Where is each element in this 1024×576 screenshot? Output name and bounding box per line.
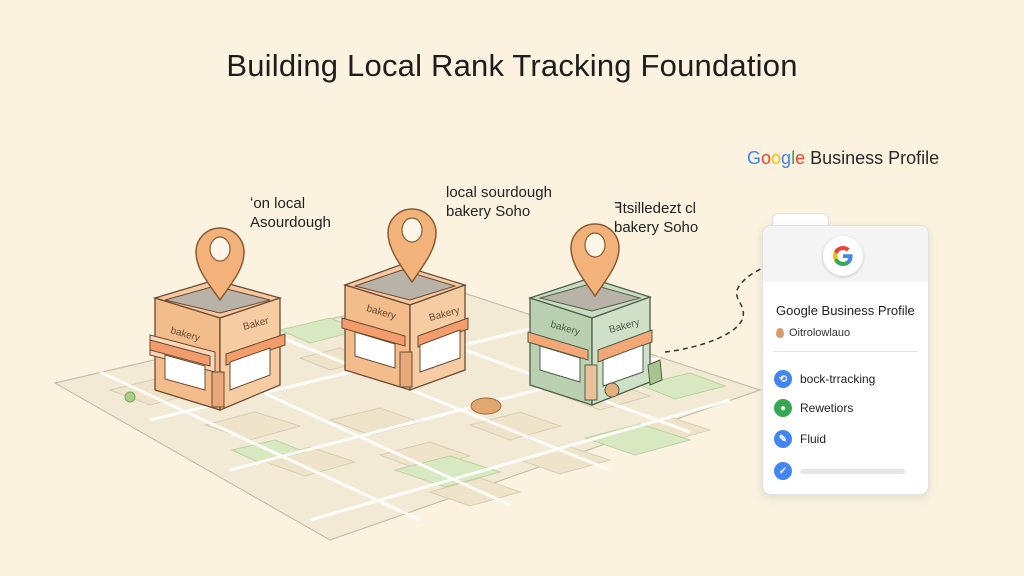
shop-2: [341, 264, 469, 391]
link-icon: ⟲: [774, 370, 792, 388]
search-query-2: local sourdough bakery Soho: [446, 184, 552, 220]
connector-arrow: [664, 261, 779, 353]
bread-icon: [470, 397, 502, 415]
map-pin-icon: [195, 227, 245, 302]
map-pin-icon: [570, 223, 620, 298]
edit-icon: ✎: [774, 430, 792, 448]
card-item-label: bock-trracking: [800, 372, 876, 386]
search-query-3: ꟻtsilledezt cl bakery Soho: [614, 200, 699, 236]
g-letter: l: [791, 148, 796, 168]
shop-3: [527, 277, 663, 406]
card-subtitle-text: Oitrolowlauo: [789, 327, 851, 339]
bush-icon: [124, 391, 136, 403]
card-item-2[interactable]: ● Rewetiors: [774, 399, 853, 417]
divider: [773, 351, 918, 352]
shop-1: [149, 279, 286, 411]
gbp-card: Google Business Profile Oitrolowlauo ⟲ b…: [762, 225, 929, 495]
g-letter: g: [781, 148, 792, 168]
card-item-label: Fluid: [800, 432, 827, 446]
card-item-4[interactable]: ✓: [774, 462, 905, 480]
page-title: Building Local Rank Tracking Foundation: [226, 48, 798, 83]
reviews-icon: ●: [774, 399, 792, 417]
placeholder-bar: [800, 468, 905, 474]
park-areas: [230, 317, 727, 488]
location-pin-icon: [776, 328, 784, 338]
gbp-header: Google Business Profile: [747, 148, 939, 169]
gbp-header-text: Business Profile: [805, 148, 940, 168]
card-item-3[interactable]: ✎ Fluid: [774, 430, 826, 448]
g-letter: G: [747, 148, 762, 168]
card-subtitle: Oitrolowlauo: [776, 327, 850, 339]
google-logo-icon: [823, 236, 863, 276]
card-item-1[interactable]: ⟲ bock-trracking: [774, 370, 875, 388]
map-pin-icon: [387, 208, 437, 284]
card-header: [763, 226, 928, 282]
check-icon: ✓: [774, 462, 792, 480]
card-title: Google Business Profile: [776, 303, 915, 318]
card-item-label: Rewetiors: [800, 401, 854, 415]
g-letter: o: [761, 148, 772, 168]
g-letter: o: [771, 148, 782, 168]
g-letter: e: [795, 148, 806, 168]
search-query-1: ʻon local Asourdough: [250, 195, 331, 231]
